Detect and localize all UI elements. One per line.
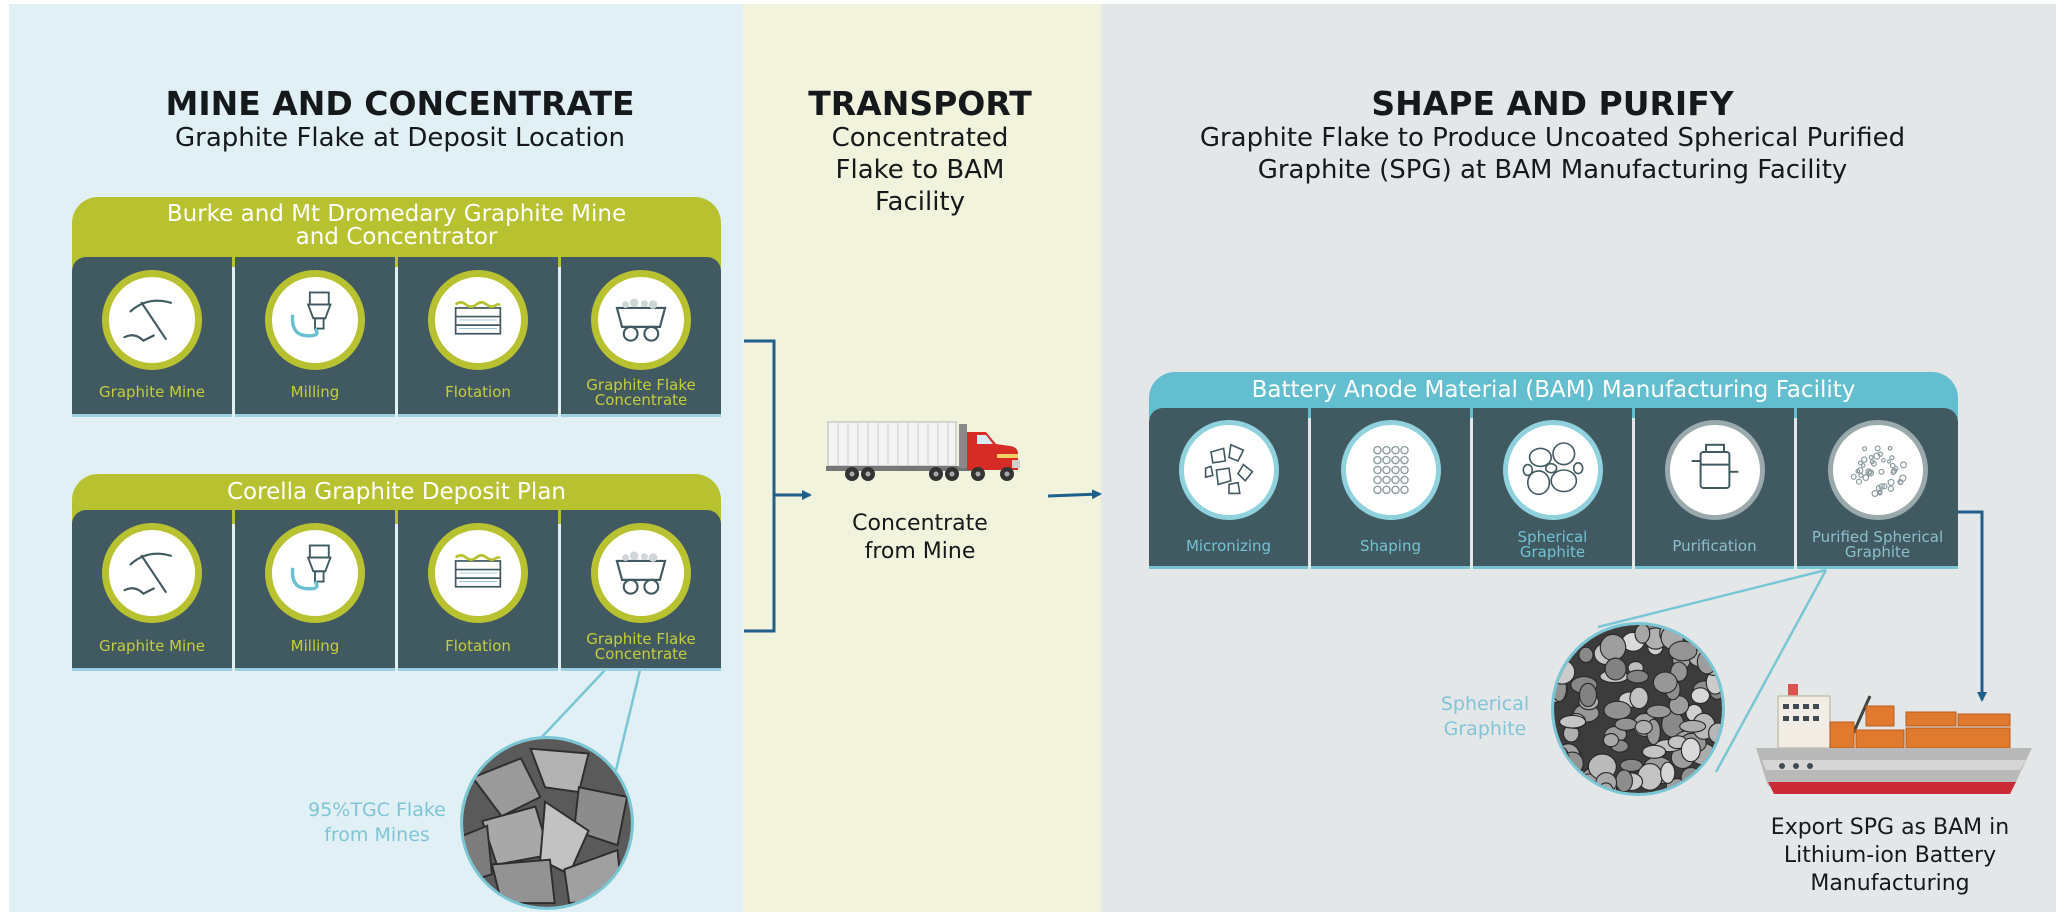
plant-title: Burke and Mt Dromedary Graphite Mine and… <box>72 197 721 267</box>
transport-subtitle-line-1: Concentrated <box>831 123 1009 153</box>
micronized-flakes-icon <box>1178 420 1279 520</box>
step-shaping: Shaping <box>1311 408 1470 569</box>
step-label: Purification <box>1672 537 1757 555</box>
shape-subtitle-line-2: Graphite (SPG) at BAM Manufacturing Faci… <box>1257 155 1848 185</box>
plant-title-line-1: Corella Graphite Deposit Plan <box>226 479 566 505</box>
step-label: Micronizing <box>1185 537 1272 555</box>
step-flotation: Flotation <box>398 510 558 671</box>
spherical-callout-line-b <box>1714 569 1828 773</box>
step-flotation: Flotation <box>398 257 558 417</box>
pickaxe-icon <box>102 270 202 370</box>
truck-icon <box>826 421 1020 481</box>
step-label: Graphite Mine <box>99 383 205 401</box>
mine-panel <box>9 4 743 912</box>
mine-heading: MINE AND CONCENTRATE Graphite Flake at D… <box>110 86 690 154</box>
mine-cart-icon <box>591 523 691 623</box>
corella-plant: Corella Graphite Deposit Plan Graphite M… <box>72 474 721 671</box>
purified-particles-icon <box>1827 420 1928 520</box>
step-spherical-graphite: Spherical Graphite <box>1473 408 1632 569</box>
flotation-tank-icon <box>428 523 528 623</box>
transport-heading: TRANSPORT Concentrated Flake to BAM Faci… <box>770 86 1070 218</box>
step-micronizing: Micronizing <box>1149 408 1308 569</box>
bam-to-export-arrow <box>1957 510 1987 702</box>
step-purification: Purification <box>1635 408 1794 569</box>
spherical-micrograph <box>1551 622 1725 796</box>
step-label: Shaping <box>1360 537 1421 555</box>
transport-subtitle-line-2: Flake to BAM <box>835 155 1005 185</box>
flake-micrograph <box>460 736 634 910</box>
step-graphite-mine: Graphite Mine <box>72 510 232 671</box>
transport-caption: Concentrate from Mine <box>852 511 988 564</box>
shape-heading: SHAPE AND PURIFY Graphite Flake to Produ… <box>1130 86 1975 186</box>
step-milling: Milling <box>235 510 395 671</box>
plant-title-line-2: and Concentrator <box>295 224 498 250</box>
purifier-vessel-icon <box>1664 420 1765 520</box>
cargo-ship-icon <box>1756 684 2032 794</box>
shape-subtitle-line-1: Graphite Flake to Produce Uncoated Spher… <box>1199 123 1906 153</box>
process-steps: Graphite Mine Milling Flotation Graphite… <box>72 510 721 671</box>
step-label: Milling <box>290 383 340 401</box>
step-label: Flotation <box>445 383 511 401</box>
step-flake-concentrate: Graphite Flake Concentrate <box>561 257 721 417</box>
step-flake-concentrate: Graphite Flake Concentrate <box>561 510 721 671</box>
mine-subtitle: Graphite Flake at Deposit Location <box>175 123 625 153</box>
bam-facility: Battery Anode Material (BAM) Manufacturi… <box>1149 372 1958 569</box>
mine-merge-bracket <box>744 339 776 633</box>
bam-process-steps: Micronizing Shaping Spherical Graphite P… <box>1149 408 1958 569</box>
burke-plant: Burke and Mt Dromedary Graphite Mine and… <box>72 197 721 417</box>
pickaxe-icon <box>102 523 202 623</box>
transport-title: TRANSPORT <box>808 84 1032 123</box>
mine-cart-icon <box>591 270 691 370</box>
plant-title-line-1: Burke and Mt Dromedary Graphite Mine <box>166 201 627 227</box>
transport-subtitle-line-3: Facility <box>874 187 966 217</box>
transport-to-bam-arrow <box>1047 489 1102 500</box>
step-label: Flotation <box>445 637 511 655</box>
flake-callout-line-a <box>540 669 606 739</box>
step-label: Purified Spherical Graphite <box>1811 528 1944 561</box>
process-steps: Graphite Mine Milling Flotation Graphite… <box>72 257 721 417</box>
mine-title: MINE AND CONCENTRATE <box>165 84 635 123</box>
spherical-particles-icon <box>1502 420 1603 520</box>
dot-grid-icon <box>1340 420 1441 520</box>
mill-icon <box>265 523 365 623</box>
step-label: Graphite Mine <box>99 637 205 655</box>
mill-icon <box>265 270 365 370</box>
flake-callout-line-b <box>614 669 642 771</box>
step-label: Milling <box>290 637 340 655</box>
step-label: Graphite Flake Concentrate <box>586 376 696 409</box>
spherical-note: Spherical Graphite <box>1440 693 1530 740</box>
spherical-callout-line-a <box>1597 568 1827 629</box>
step-label: Graphite Flake Concentrate <box>586 630 696 663</box>
step-label: Spherical Graphite <box>1517 528 1588 561</box>
shape-title: SHAPE AND PURIFY <box>1371 84 1734 123</box>
step-milling: Milling <box>235 257 395 417</box>
flotation-tank-icon <box>428 270 528 370</box>
step-graphite-mine: Graphite Mine <box>72 257 232 417</box>
export-caption: Export SPG as BAM in Lithium-ion Battery… <box>1770 815 2010 896</box>
step-purified-spherical-graphite: Purified Spherical Graphite <box>1797 408 1958 569</box>
flake-note: 95%TGC Flake from Mines <box>308 799 446 846</box>
